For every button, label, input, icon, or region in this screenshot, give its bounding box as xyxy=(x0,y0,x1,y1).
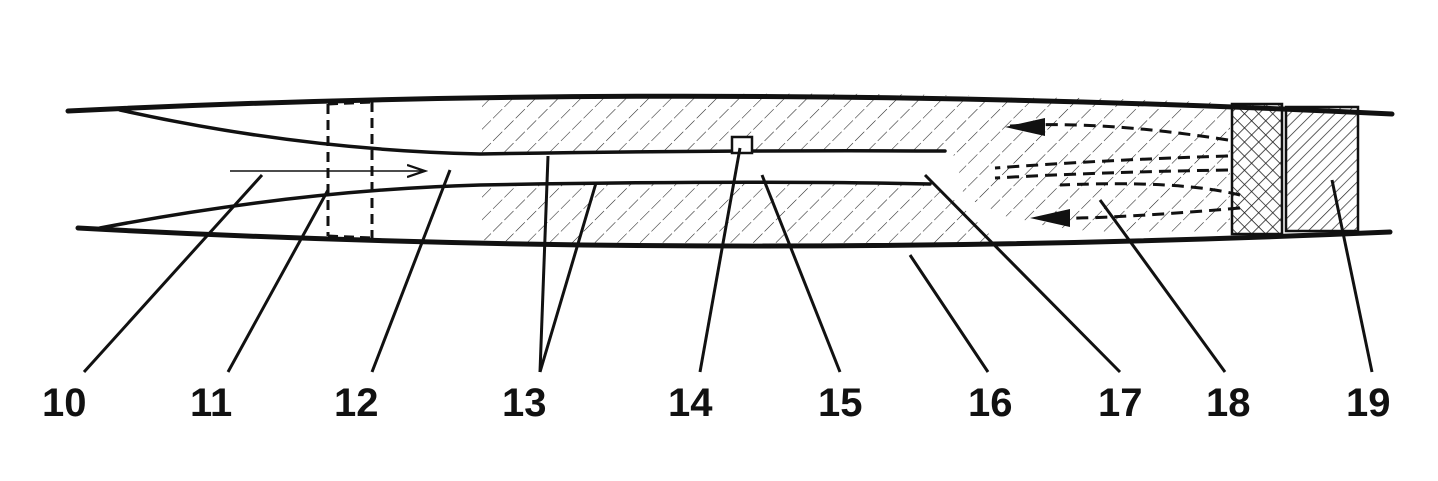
leader-13a xyxy=(538,155,550,373)
leader-14 xyxy=(698,147,742,373)
dashed-frame xyxy=(326,100,374,240)
leader-lines xyxy=(82,147,1374,374)
leader-12 xyxy=(370,169,452,373)
cross-hatched-block xyxy=(1230,102,1284,236)
sensor-box xyxy=(730,135,754,155)
label-13: 13 xyxy=(502,381,547,425)
outer-lower-contour xyxy=(75,225,1393,249)
return-arrow-head-upper xyxy=(1005,118,1045,136)
label-11: 11 xyxy=(190,381,232,425)
leader-10 xyxy=(82,173,264,374)
return-arrow-head-lower xyxy=(1030,209,1070,227)
label-18: 18 xyxy=(1206,381,1251,425)
end-hatched-block xyxy=(1284,105,1360,233)
inlet-lower-contour xyxy=(98,180,932,230)
leader-19 xyxy=(1330,179,1374,373)
hatched-core-lower xyxy=(482,182,1000,247)
label-19: 19 xyxy=(1346,381,1391,425)
leader-11 xyxy=(226,189,330,373)
label-17: 17 xyxy=(1098,381,1143,425)
label-15: 15 xyxy=(818,381,863,425)
leader-16 xyxy=(908,254,990,373)
leader-13b xyxy=(538,182,598,373)
inlet-upper-contour xyxy=(118,108,947,156)
label-10: 10 xyxy=(42,381,87,425)
outer-upper-contour xyxy=(65,93,1395,117)
label-16: 16 xyxy=(968,381,1013,425)
label-12: 12 xyxy=(334,381,379,425)
label-14: 14 xyxy=(668,381,713,425)
leader-17 xyxy=(923,173,1122,374)
leader-18 xyxy=(1098,199,1227,373)
leader-15 xyxy=(760,174,842,373)
